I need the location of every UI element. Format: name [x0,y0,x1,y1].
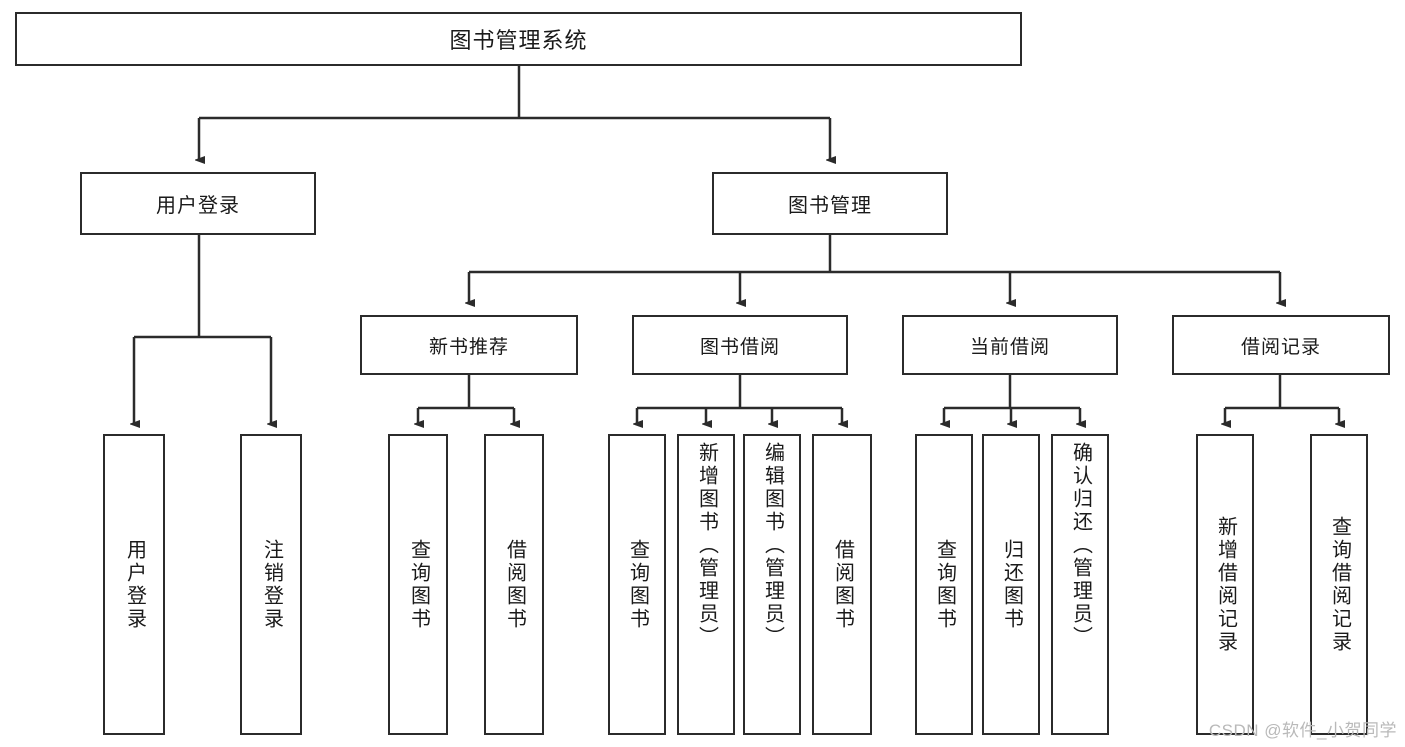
leaf-label: 借阅图书 [831,538,854,631]
leaf-current-borrow-confirm-return-admin[interactable]: 确认归还（管理员） [1051,434,1109,735]
leaf-inner: 新增图书（管理员） [679,436,733,739]
leaf-label: 新增图书（管理员） [695,442,718,649]
leaf-label: 新增借阅记录 [1214,515,1237,654]
leaf-inner: 归还图书 [984,436,1038,733]
leaf-book-borrow-add-book-admin[interactable]: 新增图书（管理员） [677,434,735,735]
leaf-borrow-record-query-record[interactable]: 查询借阅记录 [1310,434,1368,735]
leaf-inner: 用户登录 [105,436,163,733]
leaf-label: 查询图书 [626,538,649,631]
node-book-management[interactable]: 图书管理 [712,172,948,235]
leaf-current-borrow-query-book[interactable]: 查询图书 [915,434,973,735]
leaf-current-borrow-return-book[interactable]: 归还图书 [982,434,1040,735]
leaf-label: 确认归还（管理员） [1069,442,1092,649]
leaf-label: 注销登录 [260,538,283,631]
leaf-inner: 新增借阅记录 [1198,436,1252,733]
leaf-label: 查询图书 [933,538,956,631]
node-user-login[interactable]: 用户登录 [80,172,316,235]
leaf-label: 借阅图书 [503,538,526,631]
leaf-inner: 查询图书 [917,436,971,733]
leaf-inner: 查询借阅记录 [1312,436,1366,733]
leaf-borrow-record-add-record[interactable]: 新增借阅记录 [1196,434,1254,735]
leaf-new-book-query-book[interactable]: 查询图书 [388,434,448,735]
leaf-book-borrow-query-book[interactable]: 查询图书 [608,434,666,735]
leaf-inner: 确认归还（管理员） [1053,436,1107,739]
leaf-label: 用户登录 [123,538,146,631]
csdn-watermark: CSDN @软件_小贺同学 [1208,721,1397,740]
leaf-label: 编辑图书（管理员） [761,442,784,649]
node-root-label: 图书管理系统 [449,28,588,53]
leaf-label: 归还图书 [1000,538,1023,631]
leaf-label: 查询借阅记录 [1328,515,1351,654]
leaf-inner: 查询图书 [610,436,664,733]
leaf-inner: 注销登录 [242,436,300,733]
node-borrow-record[interactable]: 借阅记录 [1172,315,1390,375]
node-current-borrow[interactable]: 当前借阅 [902,315,1118,375]
leaf-new-book-borrow-book[interactable]: 借阅图书 [484,434,544,735]
leaf-user-login-logout[interactable]: 注销登录 [240,434,302,735]
leaf-label: 查询图书 [407,538,430,631]
node-book-borrow[interactable]: 图书借阅 [632,315,848,375]
node-borrow-record-label: 借阅记录 [1240,336,1321,358]
leaf-book-borrow-edit-book-admin[interactable]: 编辑图书（管理员） [743,434,801,735]
leaf-inner: 编辑图书（管理员） [745,436,799,739]
leaf-inner: 借阅图书 [486,436,542,733]
node-user-login-label: 用户登录 [156,195,240,217]
leaf-user-login-login[interactable]: 用户登录 [103,434,165,735]
leaf-inner: 借阅图书 [814,436,870,733]
node-current-borrow-label: 当前借阅 [969,336,1050,358]
node-root-system[interactable]: 图书管理系统 [15,12,1022,66]
leaf-inner: 查询图书 [390,436,446,733]
node-book-management-label: 图书管理 [788,195,872,217]
leaf-book-borrow-borrow-book[interactable]: 借阅图书 [812,434,872,735]
node-new-book-recommend[interactable]: 新书推荐 [360,315,578,375]
node-new-book-recommend-label: 新书推荐 [428,336,509,358]
node-book-borrow-label: 图书借阅 [699,336,780,358]
